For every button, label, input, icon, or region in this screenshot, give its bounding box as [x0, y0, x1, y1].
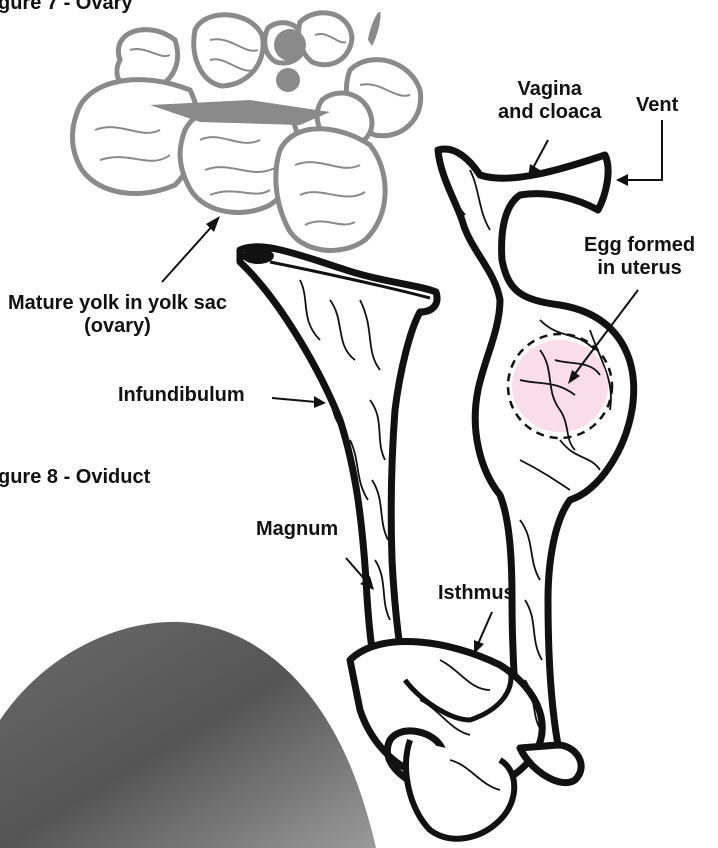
label-yolk-line2: (ovary)	[8, 315, 227, 338]
label-egg-line2: in uterus	[584, 257, 695, 280]
label-egg-formed: Egg formed in uterus	[584, 234, 695, 280]
label-infundibulum: Infundibulum	[118, 384, 245, 407]
label-vent: Vent	[636, 94, 678, 117]
figure-7-title: gure 7 - Ovary	[0, 0, 133, 15]
figure-8-title: gure 8 - Oviduct	[0, 466, 150, 489]
label-mature-yolk: Mature yolk in yolk sac (ovary)	[8, 292, 227, 338]
gradient-background-shape	[0, 622, 376, 848]
label-magnum: Magnum	[256, 518, 338, 541]
label-vagina-cloaca-line1: Vagina	[498, 78, 601, 101]
label-egg-line1: Egg formed	[584, 234, 695, 257]
label-vagina-cloaca: Vagina and cloaca	[498, 78, 601, 124]
label-vagina-cloaca-line2: and cloaca	[498, 101, 601, 124]
ovary-cluster	[72, 12, 420, 251]
label-yolk-line1: Mature yolk in yolk sac	[8, 292, 227, 315]
label-isthmus: Isthmus	[438, 582, 515, 605]
